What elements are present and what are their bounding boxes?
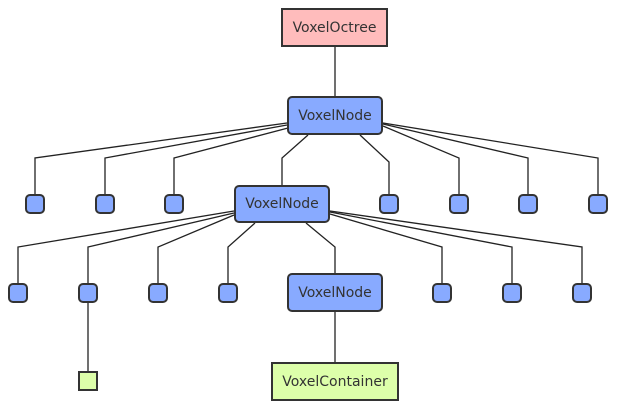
empty-child-node: [588, 194, 608, 214]
empty-child-node: [432, 283, 452, 303]
tree-edge: [329, 210, 583, 283]
tree-edge: [359, 134, 390, 194]
empty-child-node: [572, 283, 592, 303]
tree-edge: [157, 214, 235, 283]
empty-child-node: [164, 194, 184, 214]
empty-child-node: [518, 194, 538, 214]
empty-child-node: [449, 194, 469, 214]
empty-child-node: [502, 283, 522, 303]
tree-edge: [281, 134, 309, 185]
tree-edge: [17, 210, 235, 283]
empty-child-node: [8, 283, 28, 303]
voxel-container-node: [271, 362, 399, 401]
empty-child-node: [95, 194, 115, 214]
empty-child-node: [25, 194, 45, 214]
empty-child-node: [379, 194, 399, 214]
empty-container-node: [78, 371, 98, 391]
voxel-node-level-3: [287, 273, 383, 312]
voxel-octree-node: [281, 8, 388, 47]
tree-edge: [34, 122, 288, 194]
empty-child-node: [78, 283, 98, 303]
tree-edge: [227, 222, 256, 283]
tree-edge: [329, 213, 443, 283]
tree-edge: [173, 127, 289, 194]
empty-child-node: [148, 283, 168, 303]
tree-edge: [87, 212, 235, 283]
tree-edge: [382, 125, 460, 194]
tree-edge: [305, 222, 336, 273]
tree-edge: [329, 211, 513, 283]
tree-edge: [382, 123, 529, 194]
tree-edge: [382, 122, 599, 194]
voxel-node-level-2: [234, 185, 330, 223]
voxel-node-level-1: [287, 96, 383, 135]
tree-edge: [104, 124, 288, 194]
empty-child-node: [218, 283, 238, 303]
